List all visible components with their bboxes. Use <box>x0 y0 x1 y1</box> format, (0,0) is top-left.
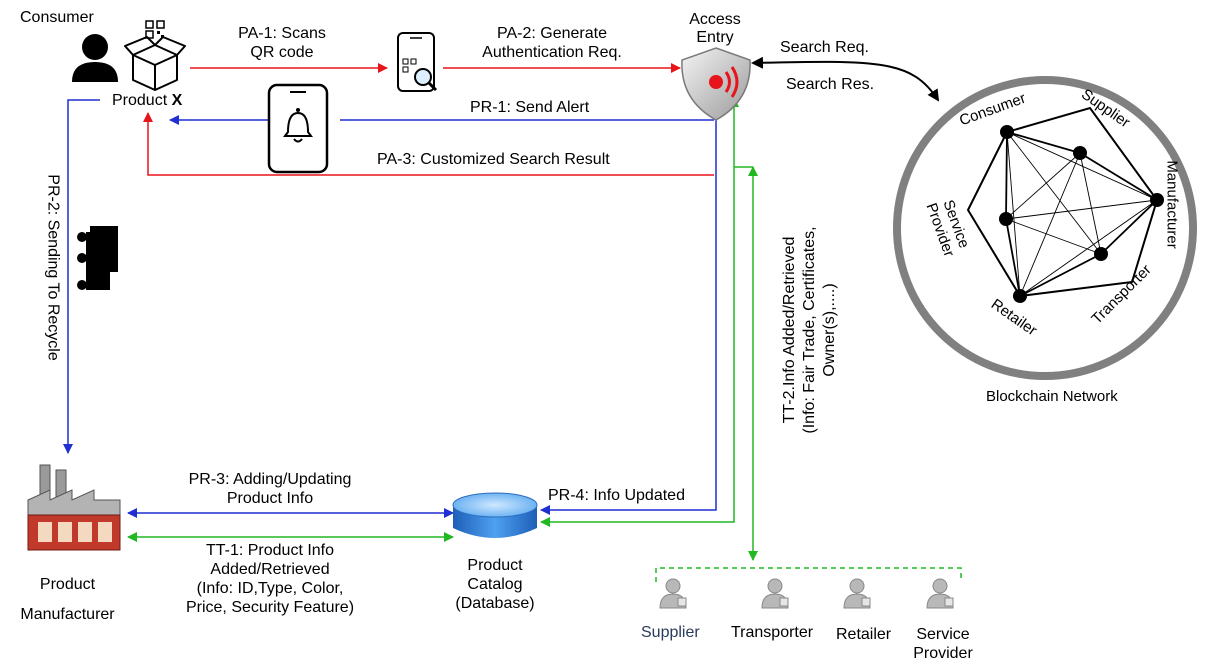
search-res-label: Search Res. <box>786 76 875 93</box>
participant-service-provider-line2: Provider <box>913 645 973 662</box>
consumer-label: Consumer <box>20 9 94 26</box>
manufacturer-line2: Manufacturer <box>20 606 115 623</box>
phone-qr-scan-icon <box>397 32 438 92</box>
blockchain-edge <box>1019 199 1158 297</box>
pa1-label: PA-1: Scans QR code <box>222 24 342 62</box>
access-entry-line1: Access <box>689 11 741 28</box>
search-arrow <box>751 56 940 102</box>
product-box-icon <box>124 36 186 91</box>
blockchain-node-service <box>999 212 1013 226</box>
product-mark: X <box>171 92 183 109</box>
blockchain-edge <box>1006 131 1021 297</box>
participant-icons <box>659 578 954 609</box>
transporter-person-icon <box>761 578 789 609</box>
blockchain-edge <box>1005 199 1158 220</box>
pr4-label: PR-4: Info Updated <box>548 487 685 504</box>
tt2-line1: TT-2.Info Added/Retrieved <box>781 236 798 424</box>
search-req-label: Search Req. <box>780 39 869 56</box>
blockchain-edge <box>1006 131 1158 201</box>
tt1-line1: TT-1: Product Info <box>205 542 335 559</box>
blockchain-node-retailer <box>1013 289 1027 303</box>
database-icon <box>452 492 538 538</box>
pr3-line2: Product Info <box>226 490 314 507</box>
blockchain-node-manufacturer <box>1150 193 1164 207</box>
tt2-line3: Owner(s),....) <box>821 283 838 377</box>
participant-supplier-label: Supplier <box>641 624 700 641</box>
qr-code-icon <box>145 20 165 39</box>
blockchain-ring <box>893 76 1197 380</box>
bc-manufacturer-label: Manufacturer <box>1163 160 1181 249</box>
blockchain-node-supplier <box>1073 146 1087 160</box>
phone-alert-icon <box>267 83 329 174</box>
pa3-label: PA-3: Customized Search Result <box>377 151 610 168</box>
factory-icon <box>27 464 121 551</box>
blockchain-edge <box>1006 131 1102 255</box>
participant-transporter-label: Transporter <box>731 624 814 641</box>
tt-green-main <box>540 97 739 527</box>
blockchain-mesh <box>966 106 1164 303</box>
consumer-icon <box>72 34 118 82</box>
tt2-line2: (Info: Fair Trade, Certificates, <box>801 226 818 434</box>
pr2-label: PR-2: Sending To Recycle <box>44 174 62 361</box>
blockchain-outer-edge <box>966 106 1159 298</box>
blockchain-edge <box>1005 218 1102 255</box>
catalog-line3: (Database) <box>455 595 535 612</box>
pa2-line2: Authentication Req. <box>482 44 622 61</box>
service-provider-person-icon <box>926 578 954 609</box>
tt1-line4: Price, Security Feature) <box>185 599 355 616</box>
blockchain-edge <box>1019 152 1081 297</box>
pr2-arrow <box>63 99 100 454</box>
blockchain-edge <box>1005 218 1021 297</box>
pr3-line1: PR-3: Adding/Updating <box>188 471 352 488</box>
retailer-person-icon <box>843 578 871 609</box>
access-entry-line2: Entry <box>696 29 734 46</box>
participant-retailer-label: Retailer <box>836 626 892 643</box>
catalog-line2: Catalog <box>467 576 523 593</box>
product-x-label: Product X <box>112 91 182 110</box>
blockchain-edge <box>1100 199 1158 255</box>
tt2-label: TT-2.Info Added/Retrieved (Info: Fair Tr… <box>780 180 840 480</box>
blockchain-edge <box>1005 131 1008 220</box>
truck-icon <box>77 226 118 290</box>
supplier-person-icon <box>659 578 687 609</box>
blockchain-node-consumer <box>1000 125 1014 139</box>
tt1-line2: Added/Retrieved <box>210 561 330 578</box>
blockchain-edge <box>1006 131 1081 154</box>
blockchain-edge <box>1019 253 1102 297</box>
pa1-line2: QR code <box>250 44 314 61</box>
participants-bracket <box>655 567 962 582</box>
manufacturer-line1: Product <box>39 576 96 593</box>
blockchain-node-transporter <box>1094 247 1108 261</box>
access-entry-shield-icon <box>681 47 751 121</box>
pa3-arrow <box>143 112 714 176</box>
participant-service-provider-line1: Service <box>916 626 970 643</box>
tt1-line3: (Info: ID,Type, Color, <box>196 580 344 597</box>
catalog-line1: Product <box>467 557 523 574</box>
blockchain-edge <box>1079 152 1102 255</box>
product-label: Product <box>112 92 168 109</box>
blockchain-edge <box>1005 152 1081 220</box>
pr1-label: PR-1: Send Alert <box>470 99 590 116</box>
blockchain-edge <box>1079 152 1158 201</box>
pa1-line1: PA-1: Scans <box>238 25 326 42</box>
blockchain-caption: Blockchain Network <box>986 388 1118 405</box>
pa2-line1: PA-2: Generate <box>497 25 607 42</box>
